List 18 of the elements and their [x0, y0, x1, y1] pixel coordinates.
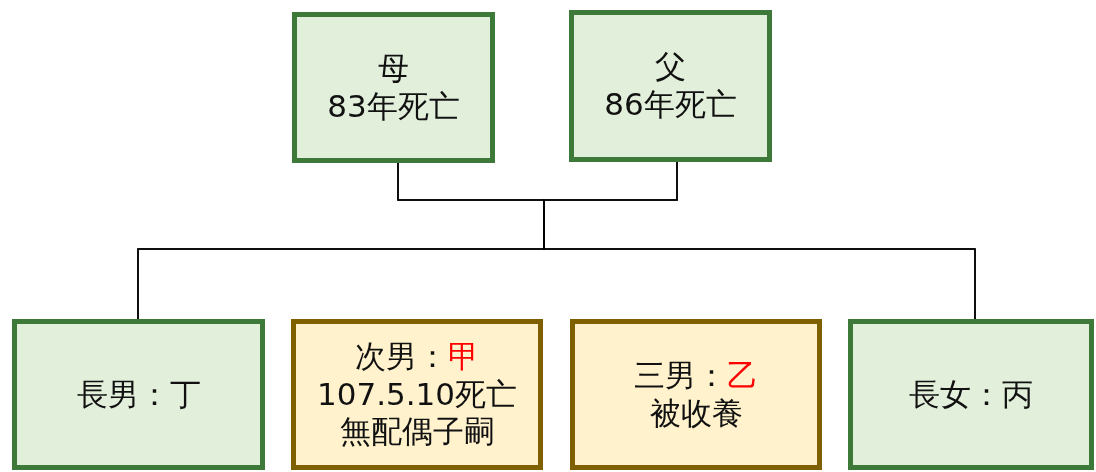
person-label: 次男：甲: [355, 337, 479, 376]
person-label: 無配偶子嗣: [339, 413, 495, 452]
person-label: 長女：丙: [909, 375, 1033, 414]
person-label: 83年死亡: [327, 87, 460, 126]
person-box: [570, 319, 822, 470]
person-box: [848, 319, 1094, 470]
person-label: 107.5.10死亡: [316, 375, 517, 414]
connector-line: [543, 161, 976, 320]
person-label: 86年死亡: [604, 86, 737, 124]
person-label: 三男：乙: [634, 356, 758, 395]
person-label: 被收養: [649, 394, 743, 433]
person-box: [12, 319, 265, 470]
person-label: 母: [378, 49, 409, 88]
person-box: [291, 319, 543, 470]
person-box: [292, 12, 495, 163]
person-label: 父: [655, 48, 686, 86]
person-label: 長男：丁: [76, 375, 201, 414]
person-box: [569, 10, 772, 162]
